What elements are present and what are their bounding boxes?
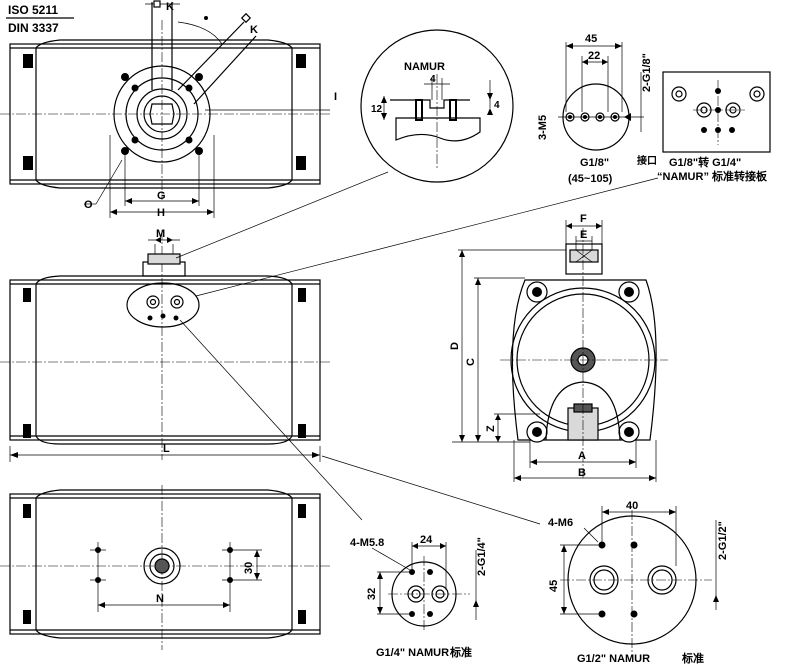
- dim-m: M: [156, 228, 165, 240]
- din-label: DIN 3337: [8, 21, 59, 35]
- g12-caption: G1/2" NAMUR: [577, 653, 650, 665]
- g18-dim-inner: 22: [588, 50, 600, 62]
- g14-detail: 24 32 4-M5.8 2-G1/4" G1/4" NAMUR 标准: [350, 534, 488, 659]
- leader-g12: [321, 455, 541, 525]
- top-view: K K I O G H: [0, 0, 337, 219]
- dim-g: G: [157, 190, 166, 202]
- dim-n: N: [156, 593, 164, 605]
- adapter-plate-rect: [662, 71, 771, 153]
- dim-k-top: K: [166, 1, 174, 13]
- g12-screws: 4-M6: [548, 517, 573, 529]
- adapter-plate: G1/8"转 G1/4" “NAMUR” 标准转接板: [657, 71, 771, 183]
- adapter-caption-1: G1/8"转 G1/4": [669, 155, 741, 169]
- dim-h: H: [157, 207, 165, 219]
- leader-namur: [175, 171, 389, 259]
- dim-b: B: [578, 467, 586, 479]
- dim-l: L: [163, 443, 170, 455]
- g18-caption: G1/8": [580, 157, 609, 169]
- g18-thread: 2-G1/8": [641, 53, 653, 92]
- namur-title: NAMUR: [404, 61, 445, 73]
- g12-dim-top: 40: [626, 500, 638, 512]
- g12-dim-left: 45: [548, 580, 560, 592]
- g14-thread: 2-G1/4": [476, 537, 488, 576]
- dim-a: A: [578, 450, 586, 462]
- g18-caption-range: (45~105): [568, 173, 613, 185]
- g12-caption-suffix: 标准: [681, 651, 704, 665]
- dim-k-diag: K: [250, 24, 258, 36]
- namur-detail: NAMUR 4 12 4: [360, 29, 514, 183]
- namur-height-right: 4: [494, 100, 500, 111]
- iso-label: ISO 5211: [8, 3, 58, 17]
- side-view: F E D C Z: [449, 213, 668, 482]
- g18-dim-total: 45: [585, 33, 597, 45]
- front-view-body: [9, 279, 321, 441]
- dim-c: C: [465, 358, 477, 366]
- front-view: M L: [0, 228, 330, 462]
- adapter-caption-2: “NAMUR” 标准转接板: [657, 169, 768, 183]
- g14-screws: 4-M5.8: [350, 537, 384, 549]
- bottom-view: N 30: [0, 485, 330, 650]
- bottom-view-body: [9, 493, 321, 635]
- g18-screws: 3-M5: [537, 115, 549, 140]
- g14-caption: G1/4" NAMUR: [376, 647, 449, 659]
- g18-detail: 45 22 2-G1/8" 3-M5 G1/8" (45~105) 接口: [537, 33, 657, 185]
- g12-detail: 40 45 4-M6 2-G1/2" G1/2" NAMUR 标准: [548, 500, 729, 665]
- g14-caption-suffix: 标准: [449, 645, 472, 659]
- g12-thread: 2-G1/2": [717, 521, 729, 560]
- dim-f: F: [580, 213, 587, 225]
- dim-z: Z: [485, 425, 497, 432]
- dim-e: E: [580, 229, 587, 241]
- flange-outer: [113, 65, 211, 163]
- namur-width: 4: [430, 74, 436, 85]
- namur-height-left: 12: [371, 104, 383, 115]
- dim-o: O: [84, 199, 93, 211]
- dim-d: D: [449, 342, 461, 350]
- g14-dim-left: 32: [366, 588, 378, 600]
- g18-port-label: 接口: [637, 154, 657, 167]
- side-view-body: [511, 279, 657, 441]
- g14-dim-top: 24: [420, 534, 433, 546]
- dim-i: I: [334, 91, 337, 103]
- namur-port-oval: [126, 282, 200, 328]
- leader-adapter: [195, 177, 659, 297]
- namur-detail-circle: [360, 29, 514, 183]
- leader-g14: [179, 319, 363, 521]
- bottom-dim-30: 30: [243, 562, 255, 574]
